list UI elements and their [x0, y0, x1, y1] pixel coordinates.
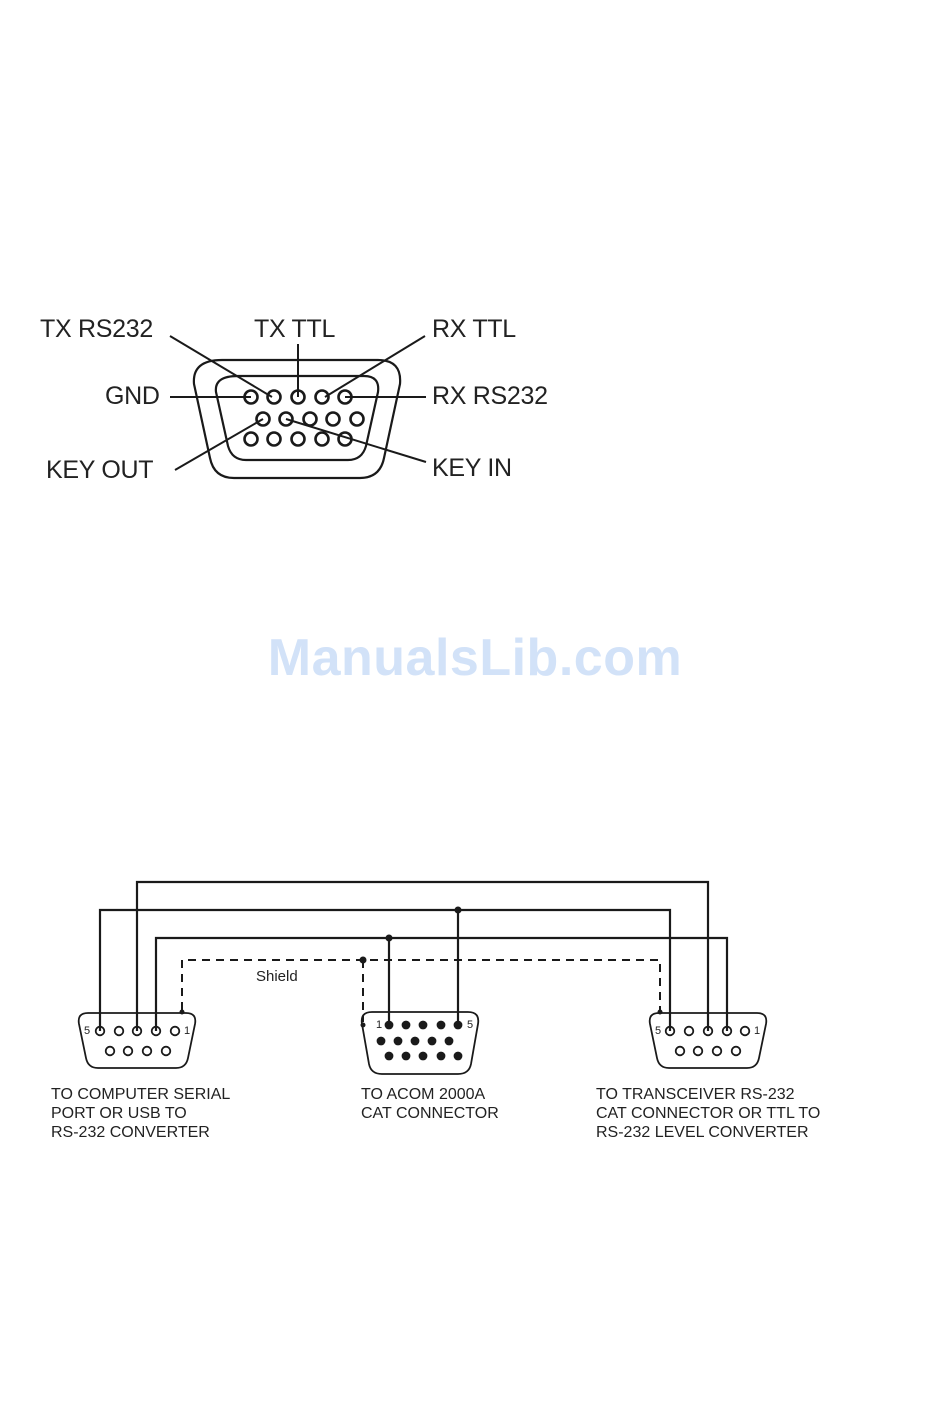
caption-line: TO ACOM 2000A — [361, 1085, 499, 1104]
db15-pin-filled — [385, 1021, 394, 1030]
db15-pin-filled — [445, 1037, 454, 1046]
right-pin-1-label: 1 — [754, 1026, 760, 1037]
db9-pin — [143, 1047, 152, 1056]
label-tx-rs232: TX RS232 — [40, 317, 153, 342]
db9-pin — [162, 1047, 171, 1056]
wire-outer — [137, 882, 708, 1031]
label-rx-rs232: RX RS232 — [432, 384, 548, 409]
junction-dot — [386, 935, 393, 942]
caption-line: RS-232 LEVEL CONVERTER — [596, 1123, 820, 1142]
db15-pin — [292, 433, 305, 446]
left-pin-5-label: 5 — [84, 1026, 90, 1037]
shield-label: Shield — [256, 969, 298, 984]
right-pin-5-label: 5 — [655, 1026, 661, 1037]
label-tx-ttl: TX TTL — [254, 317, 335, 342]
label-rx-ttl: RX TTL — [432, 317, 516, 342]
db9-pin — [732, 1047, 741, 1056]
left-pin-1-label: 1 — [184, 1026, 190, 1037]
caption-line: TO COMPUTER SERIAL — [51, 1085, 230, 1104]
db15-pin-filled — [411, 1037, 420, 1046]
db9-pin — [171, 1027, 180, 1036]
right-connector-caption: TO TRANSCEIVER RS-232 CAT CONNECTOR OR T… — [596, 1085, 820, 1142]
db15-pin-filled — [437, 1052, 446, 1061]
db15-pin-filled — [454, 1021, 463, 1030]
db9-pin — [124, 1047, 133, 1056]
db15-pin — [327, 413, 340, 426]
caption-line: RS-232 CONVERTER — [51, 1123, 230, 1142]
db15-pin-filled — [454, 1052, 463, 1061]
leader-rx-ttl — [325, 336, 425, 397]
db9-pin — [106, 1047, 115, 1056]
label-key-in: KEY IN — [432, 456, 512, 481]
db15-pins-row-2 — [257, 413, 364, 426]
db9-pin — [713, 1047, 722, 1056]
db15-pin-filled — [377, 1037, 386, 1046]
caption-line: TO TRANSCEIVER RS-232 — [596, 1085, 820, 1104]
db9-pin — [694, 1047, 703, 1056]
label-key-out: KEY OUT — [46, 458, 153, 483]
center-connector-caption: TO ACOM 2000A CAT CONNECTOR — [361, 1085, 499, 1123]
left-connector-caption: TO COMPUTER SERIAL PORT OR USB TO RS-232… — [51, 1085, 230, 1142]
db15-pin-filled — [402, 1052, 411, 1061]
shield-wire — [182, 960, 660, 1010]
db15-pin-filled — [419, 1021, 428, 1030]
db15-pin-filled — [419, 1052, 428, 1061]
center-pin-1-label: 1 — [376, 1020, 382, 1031]
db15-pin — [316, 433, 329, 446]
db15-pin-filled — [394, 1037, 403, 1046]
db15-pin-filled — [437, 1021, 446, 1030]
db9-pin — [685, 1027, 694, 1036]
watermark: ManualsLib.com — [0, 628, 950, 688]
caption-line: CAT CONNECTOR OR TTL TO — [596, 1104, 820, 1123]
label-gnd: GND — [105, 384, 160, 409]
db15-pin-filled — [402, 1021, 411, 1030]
db15-pin — [304, 413, 317, 426]
db15-pin-filled — [385, 1052, 394, 1061]
db15-pinout-diagram — [170, 336, 426, 478]
center-db15-pins — [377, 1021, 463, 1061]
db9-pin — [741, 1027, 750, 1036]
center-pin-5-label: 5 — [467, 1020, 473, 1031]
wires — [100, 882, 727, 1031]
db9-pin — [115, 1027, 124, 1036]
junction-dots — [180, 907, 663, 1028]
db15-pin — [268, 433, 281, 446]
db15-pin-filled — [428, 1037, 437, 1046]
leader-tx-rs232 — [170, 336, 272, 397]
db9-pin — [676, 1047, 685, 1056]
caption-line: PORT OR USB TO — [51, 1104, 230, 1123]
wiring-diagram — [79, 882, 767, 1074]
junction-dot — [455, 907, 462, 914]
db15-pin — [268, 391, 281, 404]
junction-dot — [360, 957, 367, 964]
wire-inner — [156, 938, 727, 1031]
db15-pin — [351, 413, 364, 426]
db15-pin — [245, 433, 258, 446]
caption-line: CAT CONNECTOR — [361, 1104, 499, 1123]
